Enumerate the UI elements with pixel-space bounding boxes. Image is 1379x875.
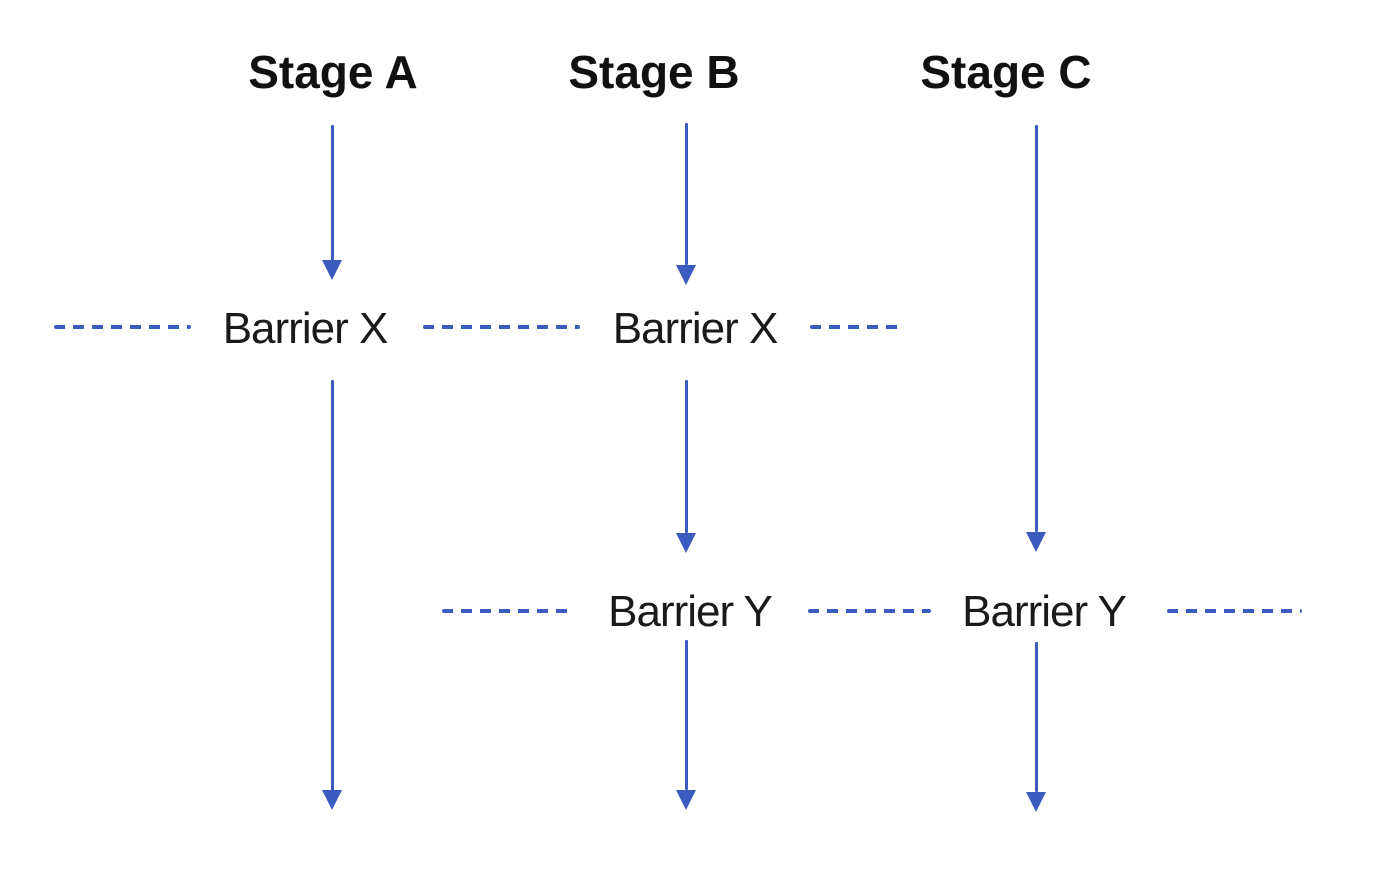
barrier-x-dash-right [810, 325, 900, 329]
barrier-y-dash-left [442, 609, 575, 613]
arrow-line [685, 640, 688, 790]
stage-a-title: Stage A [248, 46, 418, 98]
arrow-line [331, 380, 334, 791]
arrow-head-icon [676, 265, 696, 285]
arrow-head-icon [322, 260, 342, 280]
arrow-head-icon [1026, 792, 1046, 812]
arrow-head-icon [676, 790, 696, 810]
stage-b-title: Stage B [568, 46, 740, 98]
barrier-y-dash-right [1167, 609, 1302, 613]
arrow-head-icon [676, 533, 696, 553]
barrier-x-dash-middle [423, 325, 580, 329]
arrow-head-icon [1026, 532, 1046, 552]
arrow-head-icon [322, 790, 342, 810]
arrow-line [1035, 642, 1038, 792]
barrier-y-dash-middle [808, 609, 931, 613]
barrier-y-label-stage-c: Barrier Y [956, 587, 1132, 637]
barrier-x-label-stage-b: Barrier X [606, 304, 784, 354]
arrow-line [331, 125, 334, 261]
stage-c-title: Stage C [920, 46, 1092, 98]
barrier-x-label-stage-a: Barrier X [216, 304, 394, 354]
arrow-line [685, 123, 688, 265]
barrier-x-dash-left [54, 325, 191, 329]
arrow-line [685, 380, 688, 533]
barrier-y-label-stage-b: Barrier Y [602, 587, 778, 637]
arrow-line [1035, 125, 1038, 532]
